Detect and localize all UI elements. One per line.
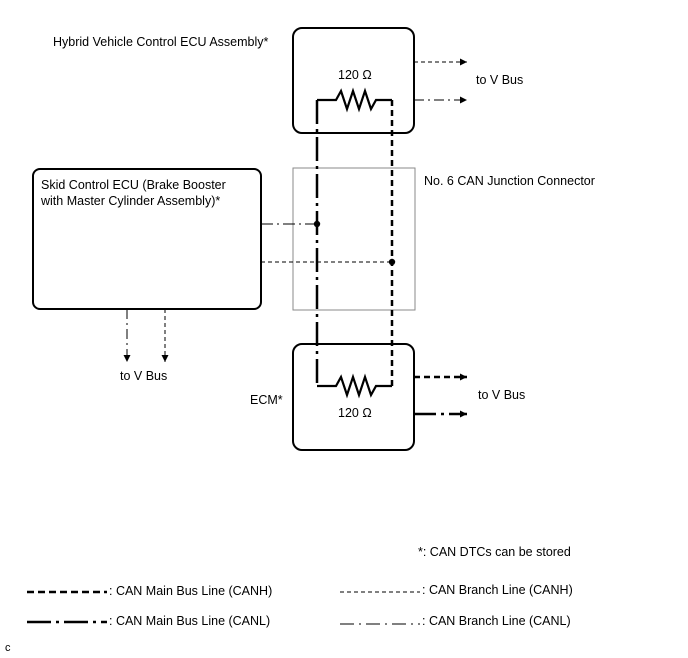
- top-resistor-value: 120 Ω: [338, 68, 372, 82]
- corner-mark: c: [5, 642, 11, 654]
- bottom-resistor-value: 120 Ω: [338, 406, 372, 420]
- legend-main-canh-label: : CAN Main Bus Line (CANH): [109, 584, 273, 598]
- bottom-resistor: [317, 373, 392, 399]
- skid-ecu-label-line1: Skid Control ECU (Brake Booster: [41, 178, 226, 192]
- dtc-note: *: CAN DTCs can be stored: [418, 545, 571, 559]
- ecm-label: ECM*: [250, 393, 283, 407]
- legend-main-canl-label: : CAN Main Bus Line (CANL): [109, 614, 271, 628]
- legend-branch-canh-label: : CAN Branch Line (CANH): [422, 583, 573, 597]
- legend-branch-canl-label: : CAN Branch Line (CANL): [422, 614, 571, 628]
- junction-connector-label: No. 6 CAN Junction Connector: [424, 174, 595, 188]
- bottom-right-bus-label: to V Bus: [478, 388, 526, 402]
- hybrid-ecu-label: Hybrid Vehicle Control ECU Assembly*: [53, 35, 269, 49]
- junction-connector-box: [292, 167, 416, 311]
- bottom-left-bus-label: to V Bus: [120, 369, 168, 383]
- skid-ecu-box: [32, 168, 262, 310]
- junction-dot-canh: [388, 258, 396, 266]
- skid-ecu-label-line2: with Master Cylinder Assembly)*: [41, 194, 221, 208]
- hybrid-ecu-box: [292, 27, 415, 134]
- junction-dot-canl: [313, 220, 321, 228]
- top-right-bus-label: to V Bus: [476, 73, 524, 87]
- top-resistor: [317, 87, 392, 113]
- ecm-box: [292, 343, 415, 451]
